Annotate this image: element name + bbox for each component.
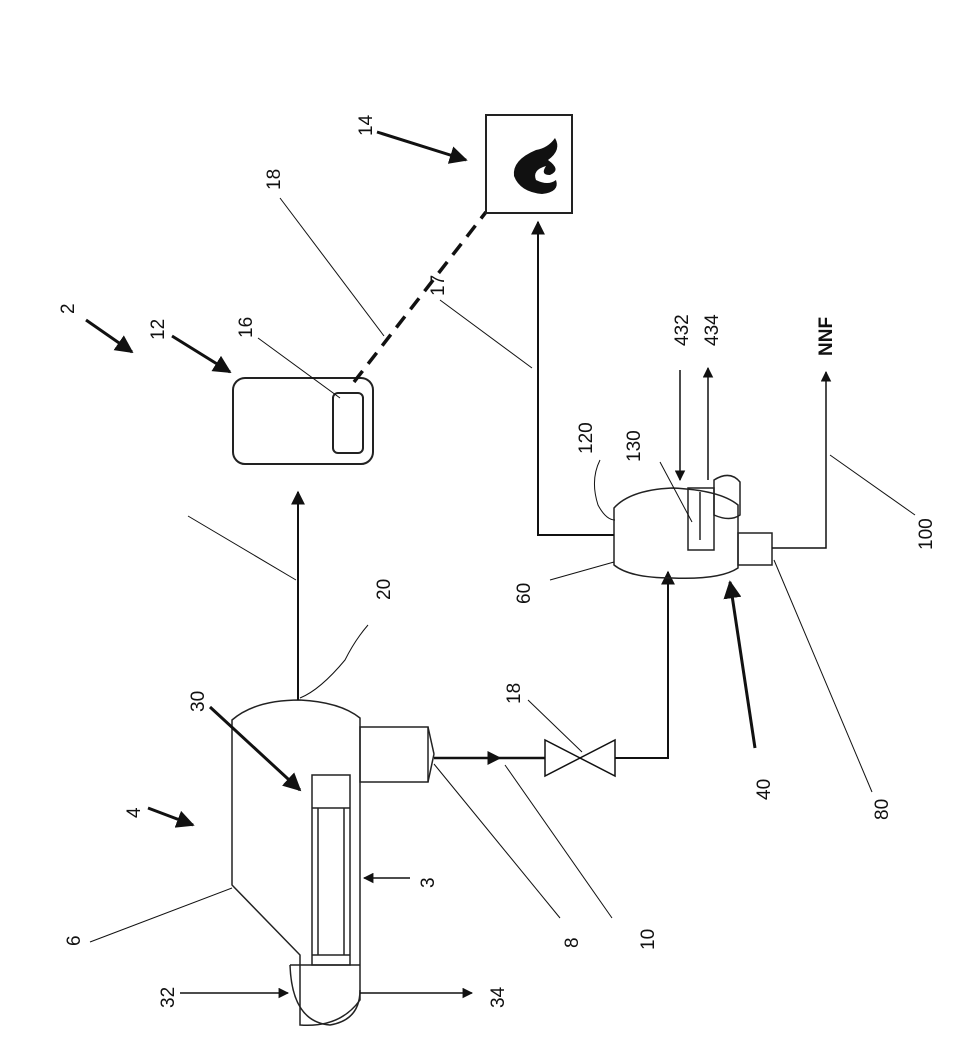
label-coolant-out: 34: [488, 986, 509, 1008]
top-line-leader: [188, 516, 296, 580]
label-screen: 16: [236, 317, 257, 338]
label-coil: 3: [418, 877, 439, 888]
flare-line-leader: [440, 300, 532, 368]
label-bottom-line: 10: [638, 929, 659, 950]
labels: 2 12 16 18 14 17 432 434 NNF 120 130 100…: [58, 114, 937, 1008]
label-vessel: 4: [124, 807, 145, 818]
label-exchanger: 30: [188, 691, 209, 712]
label-sep-in: 432: [672, 314, 693, 346]
outlet-20-leader: [300, 625, 368, 698]
flare-line: [538, 222, 614, 535]
sep-boot-leader: [774, 560, 872, 792]
label-boot: 8: [562, 937, 583, 948]
line-to-separator: [615, 572, 668, 758]
monitoring-device: [233, 378, 373, 464]
dashed-link: [354, 212, 486, 382]
label-flare-line: 17: [428, 275, 449, 296]
separator-boot: [738, 533, 772, 565]
label-outlet-top: 20: [374, 579, 395, 600]
separator-pointer-arrow: [730, 582, 755, 748]
label-valve: 18: [504, 683, 525, 704]
boot-leader: [434, 764, 560, 918]
label-sep-vessel: 60: [514, 583, 535, 604]
label-product-line: 100: [916, 518, 937, 550]
product-line-leader: [830, 455, 915, 515]
label-coolant-in: 32: [158, 987, 179, 1008]
flare-box: [486, 115, 572, 213]
label-sep-boot: 80: [872, 799, 893, 820]
link-leader: [280, 198, 384, 336]
separator-vessel: [614, 475, 740, 578]
flare-pointer-arrow: [377, 132, 466, 160]
label-device: 12: [148, 319, 169, 340]
label-fig: 2: [58, 303, 79, 314]
screen-leader: [258, 338, 340, 398]
sep-vessel-leader: [550, 562, 614, 580]
vessel-boot: [360, 727, 434, 782]
device-pointer-arrow: [172, 336, 230, 372]
label-flare: 14: [356, 114, 377, 136]
heat-exchanger-bundle: [290, 775, 360, 965]
label-product: NNF: [816, 317, 837, 356]
valve-leader: [528, 700, 582, 752]
bottom-line-leader: [505, 765, 612, 918]
label-link: 18: [264, 169, 285, 190]
label-wall: 6: [64, 935, 85, 946]
sep-outlet-leader: [594, 460, 615, 520]
label-sep-out: 434: [702, 314, 723, 346]
fig-pointer-arrow: [86, 320, 132, 352]
wall-leader: [90, 888, 232, 942]
control-valve: [545, 740, 615, 776]
product-line: [772, 372, 826, 548]
main-vessel: [232, 700, 360, 1025]
sep-coil-leader: [660, 462, 692, 522]
label-sep-coil: 130: [624, 430, 645, 462]
exchanger-pointer-arrow: [210, 707, 300, 790]
flame-icon: [514, 138, 557, 194]
vessel-pointer-arrow: [148, 808, 193, 825]
label-sep-outlet: 120: [576, 422, 597, 454]
label-separator: 40: [754, 779, 775, 800]
